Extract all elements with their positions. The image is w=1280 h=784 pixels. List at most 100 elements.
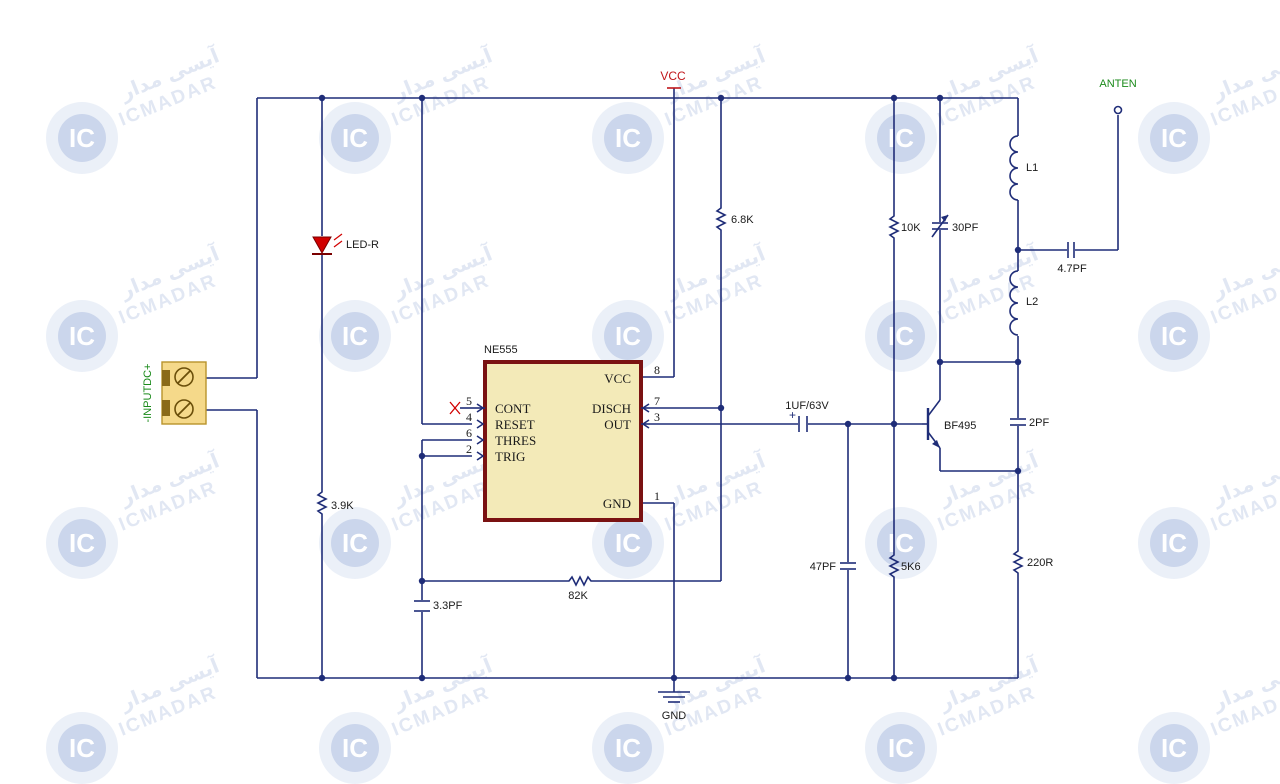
resistor-5k6: 5K6 [888, 553, 921, 579]
junction-dot [844, 420, 852, 428]
junction-dot [890, 420, 898, 428]
junction-dots [318, 94, 1022, 682]
watermark-badge: IC [1161, 528, 1187, 558]
junction-dot [318, 94, 326, 102]
led: LED-R [312, 233, 379, 255]
watermark-badge: IC [888, 321, 914, 351]
antenna: ANTEN [1099, 78, 1137, 115]
resistor-220r: 220R [1012, 549, 1053, 575]
dc-input-connector[interactable]: -INPUTDC+ [142, 361, 207, 425]
resistor-6-8k: 6.8K [715, 206, 754, 232]
junction-dot [844, 674, 852, 682]
pin-3-number: 3 [654, 410, 660, 424]
pin-8-number: 8 [654, 363, 660, 377]
capacitor-1uf: + 1UF/63V [785, 400, 829, 432]
capacitor-1uf-label: 1UF/63V [785, 400, 829, 412]
svg-text:+: + [789, 408, 796, 422]
junction-dot [717, 94, 725, 102]
inductor-l1: L1 [1009, 135, 1038, 201]
resistor-82k: 82K [567, 575, 593, 602]
pin-trig-name: TRIG [495, 449, 525, 464]
watermark-badge: IC [342, 321, 368, 351]
junction-dot [418, 94, 426, 102]
pin-cont-name: CONT [495, 401, 530, 416]
capacitor-2pf: 2PF [1010, 417, 1049, 429]
led-label: LED-R [346, 239, 379, 251]
transistor-bf495: BF495 [922, 399, 976, 449]
capacitor-3-3pf: 3.3PF [414, 600, 463, 612]
pin-1-number: 1 [654, 489, 660, 503]
wires [206, 88, 1119, 692]
watermark-badge: IC [888, 123, 914, 153]
watermark-badge: IC [615, 528, 641, 558]
watermark-badge: IC [342, 528, 368, 558]
transistor-label: BF495 [944, 420, 976, 432]
pin-4-number: 4 [466, 410, 472, 424]
antenna-label: ANTEN [1099, 78, 1136, 90]
junction-dot [717, 404, 725, 412]
junction-dot [1014, 467, 1022, 475]
pin-gnd-name: GND [603, 496, 631, 511]
resistor-3-9k: 3.9K [316, 490, 354, 516]
watermark-badge: IC [888, 733, 914, 763]
watermark-badge: IC [615, 123, 641, 153]
pin-7-number: 7 [654, 394, 660, 408]
ne555-ic: NE555 8 5 4 6 2 7 3 1 VCC CONT RESET THR… [449, 344, 660, 522]
junction-dot [936, 358, 944, 366]
watermark-badge: IC [342, 123, 368, 153]
watermark-badge: IC [69, 123, 95, 153]
capacitor-47pf: 47PF [810, 561, 856, 573]
vcc-node: VCC [660, 69, 686, 89]
pin-2-number: 2 [466, 442, 472, 456]
watermark-badge: IC [1161, 733, 1187, 763]
resistor-10k: 10K [888, 214, 921, 240]
pin-out-name: OUT [604, 417, 631, 432]
resistor-82k-label: 82K [568, 590, 588, 602]
junction-dot [418, 674, 426, 682]
connector-label: -INPUTDC+ [142, 364, 154, 423]
ic-name: NE555 [484, 344, 518, 356]
vcc-label: VCC [660, 69, 686, 83]
pin-vcc-name: VCC [604, 371, 631, 386]
watermark-badge: IC [615, 321, 641, 351]
watermark-badge: IC [69, 733, 95, 763]
junction-dot [1014, 358, 1022, 366]
inductor-l2-label: L2 [1026, 296, 1038, 308]
junction-dot [418, 452, 426, 460]
pin-5-number: 5 [466, 394, 472, 408]
trimmer-capacitor-30pf-label: 30PF [952, 222, 979, 234]
resistor-6-8k-label: 6.8K [731, 214, 754, 226]
inductor-l1-label: L1 [1026, 162, 1038, 174]
watermark-badge: IC [888, 528, 914, 558]
resistor-5k6-label: 5K6 [901, 561, 921, 573]
watermark-badge: IC [1161, 123, 1187, 153]
capacitor-47pf-label: 47PF [810, 561, 837, 573]
watermark-badge: IC [69, 321, 95, 351]
watermark-badge: IC [1161, 321, 1187, 351]
junction-dot [890, 674, 898, 682]
resistor-220r-label: 220R [1027, 557, 1053, 569]
pin-thres-name: THRES [495, 433, 536, 448]
trimmer-capacitor-30pf: 30PF [931, 214, 979, 238]
junction-dot [670, 674, 678, 682]
capacitor-2pf-label: 2PF [1029, 417, 1049, 429]
capacitor-3-3pf-label: 3.3PF [433, 600, 463, 612]
